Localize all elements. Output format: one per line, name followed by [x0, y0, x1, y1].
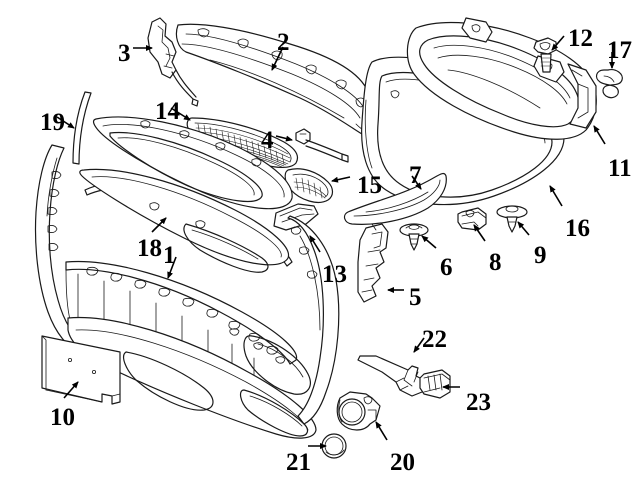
leader-line-bumper-impact-bar: [167, 256, 177, 279]
part-temperature-sensor: [357, 355, 425, 397]
leader-line-mushroom-rivet: [517, 221, 530, 236]
part-bumper-cover-assembly: [34, 116, 340, 439]
callout-number-12: 12: [568, 25, 593, 52]
callout-number-16: 16: [565, 215, 590, 242]
part-u-nut-clip: [457, 207, 487, 231]
callout-number-15: 15: [357, 172, 382, 199]
callout-number-8: 8: [489, 249, 502, 276]
callout-number-1: 1: [163, 242, 176, 269]
callout-number-9: 9: [534, 242, 547, 269]
part-sensor-retaining-ring: [321, 433, 347, 459]
leader-line-u-nut-clip: [473, 224, 486, 242]
part-s-hook-clip: [595, 69, 623, 99]
callout-number-10: 10: [50, 404, 75, 431]
part-sensor-connector: [419, 369, 451, 399]
part-license-plate-bracket: [41, 335, 121, 405]
part-lower-valance-corner: [273, 203, 319, 231]
leader-line-lower-valance-corner: [309, 235, 321, 253]
leader-line-lower-spoiler-trim: [411, 175, 422, 190]
part-grille-clip-strip: [295, 128, 349, 163]
callout-number-2: 2: [277, 29, 290, 56]
part-left-side-bracket: [147, 17, 199, 107]
callout-number-6: 6: [440, 254, 453, 281]
leader-line-grille-clip-strip: [275, 135, 293, 142]
part-hex-flange-bolt: [533, 37, 557, 73]
leader-line-push-pin-retainer: [421, 235, 437, 249]
leader-line-upper-molding-strip: [151, 217, 167, 233]
callout-number-17: 17: [607, 37, 632, 64]
part-side-molding-strip: [72, 91, 92, 165]
callout-number-13: 13: [322, 261, 347, 288]
part-mushroom-rivet: [496, 205, 528, 233]
leader-line-right-end-cap: [593, 125, 606, 145]
leader-line-side-molding-strip: [56, 116, 75, 129]
callout-number-5: 5: [409, 284, 422, 311]
callout-number-23: 23: [466, 389, 491, 416]
part-push-pin-retainer: [399, 223, 429, 251]
callout-leaders: [56, 35, 615, 449]
callout-number-21: 21: [286, 449, 311, 476]
leader-line-hex-flange-bolt: [551, 35, 565, 51]
part-upper-bumper-reinforcement: [175, 23, 371, 135]
callout-number-7: 7: [409, 162, 422, 189]
callout-number-4: 4: [261, 127, 274, 154]
callout-number-19: 19: [40, 109, 65, 136]
callout-number-14: 14: [155, 98, 180, 125]
leader-line-upper-bumper-reinforcement: [271, 46, 284, 71]
callout-number-20: 20: [390, 449, 415, 476]
leader-line-temperature-sensor: [413, 337, 425, 353]
callout-number-18: 18: [137, 235, 162, 262]
leader-line-fog-lamp-grille: [331, 176, 351, 183]
leader-line-radiator-grille-insert: [170, 107, 191, 121]
part-fog-lamp-grille: [284, 168, 334, 203]
leader-line-grille-surround-frame: [549, 185, 563, 207]
leader-line-license-plate-bracket: [63, 381, 79, 399]
callout-number-11: 11: [608, 155, 632, 182]
leader-line-park-assist-sensor: [375, 421, 388, 441]
part-air-guide-bracket: [357, 223, 389, 303]
callout-number-22: 22: [422, 326, 447, 353]
callout-number-3: 3: [118, 40, 131, 67]
part-park-assist-sensor: [336, 391, 381, 431]
